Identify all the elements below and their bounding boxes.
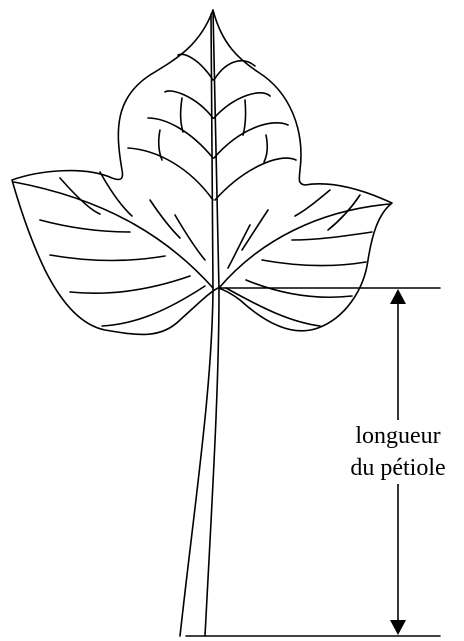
arrow-down-icon — [390, 620, 406, 635]
label-line-2: du pétiole — [330, 452, 464, 484]
arrow-up-icon — [390, 289, 406, 304]
leaf-blade-outline — [12, 10, 392, 334]
label-line-1: longueur — [330, 420, 464, 452]
petiole-length-label: longueur du pétiole — [330, 420, 464, 484]
